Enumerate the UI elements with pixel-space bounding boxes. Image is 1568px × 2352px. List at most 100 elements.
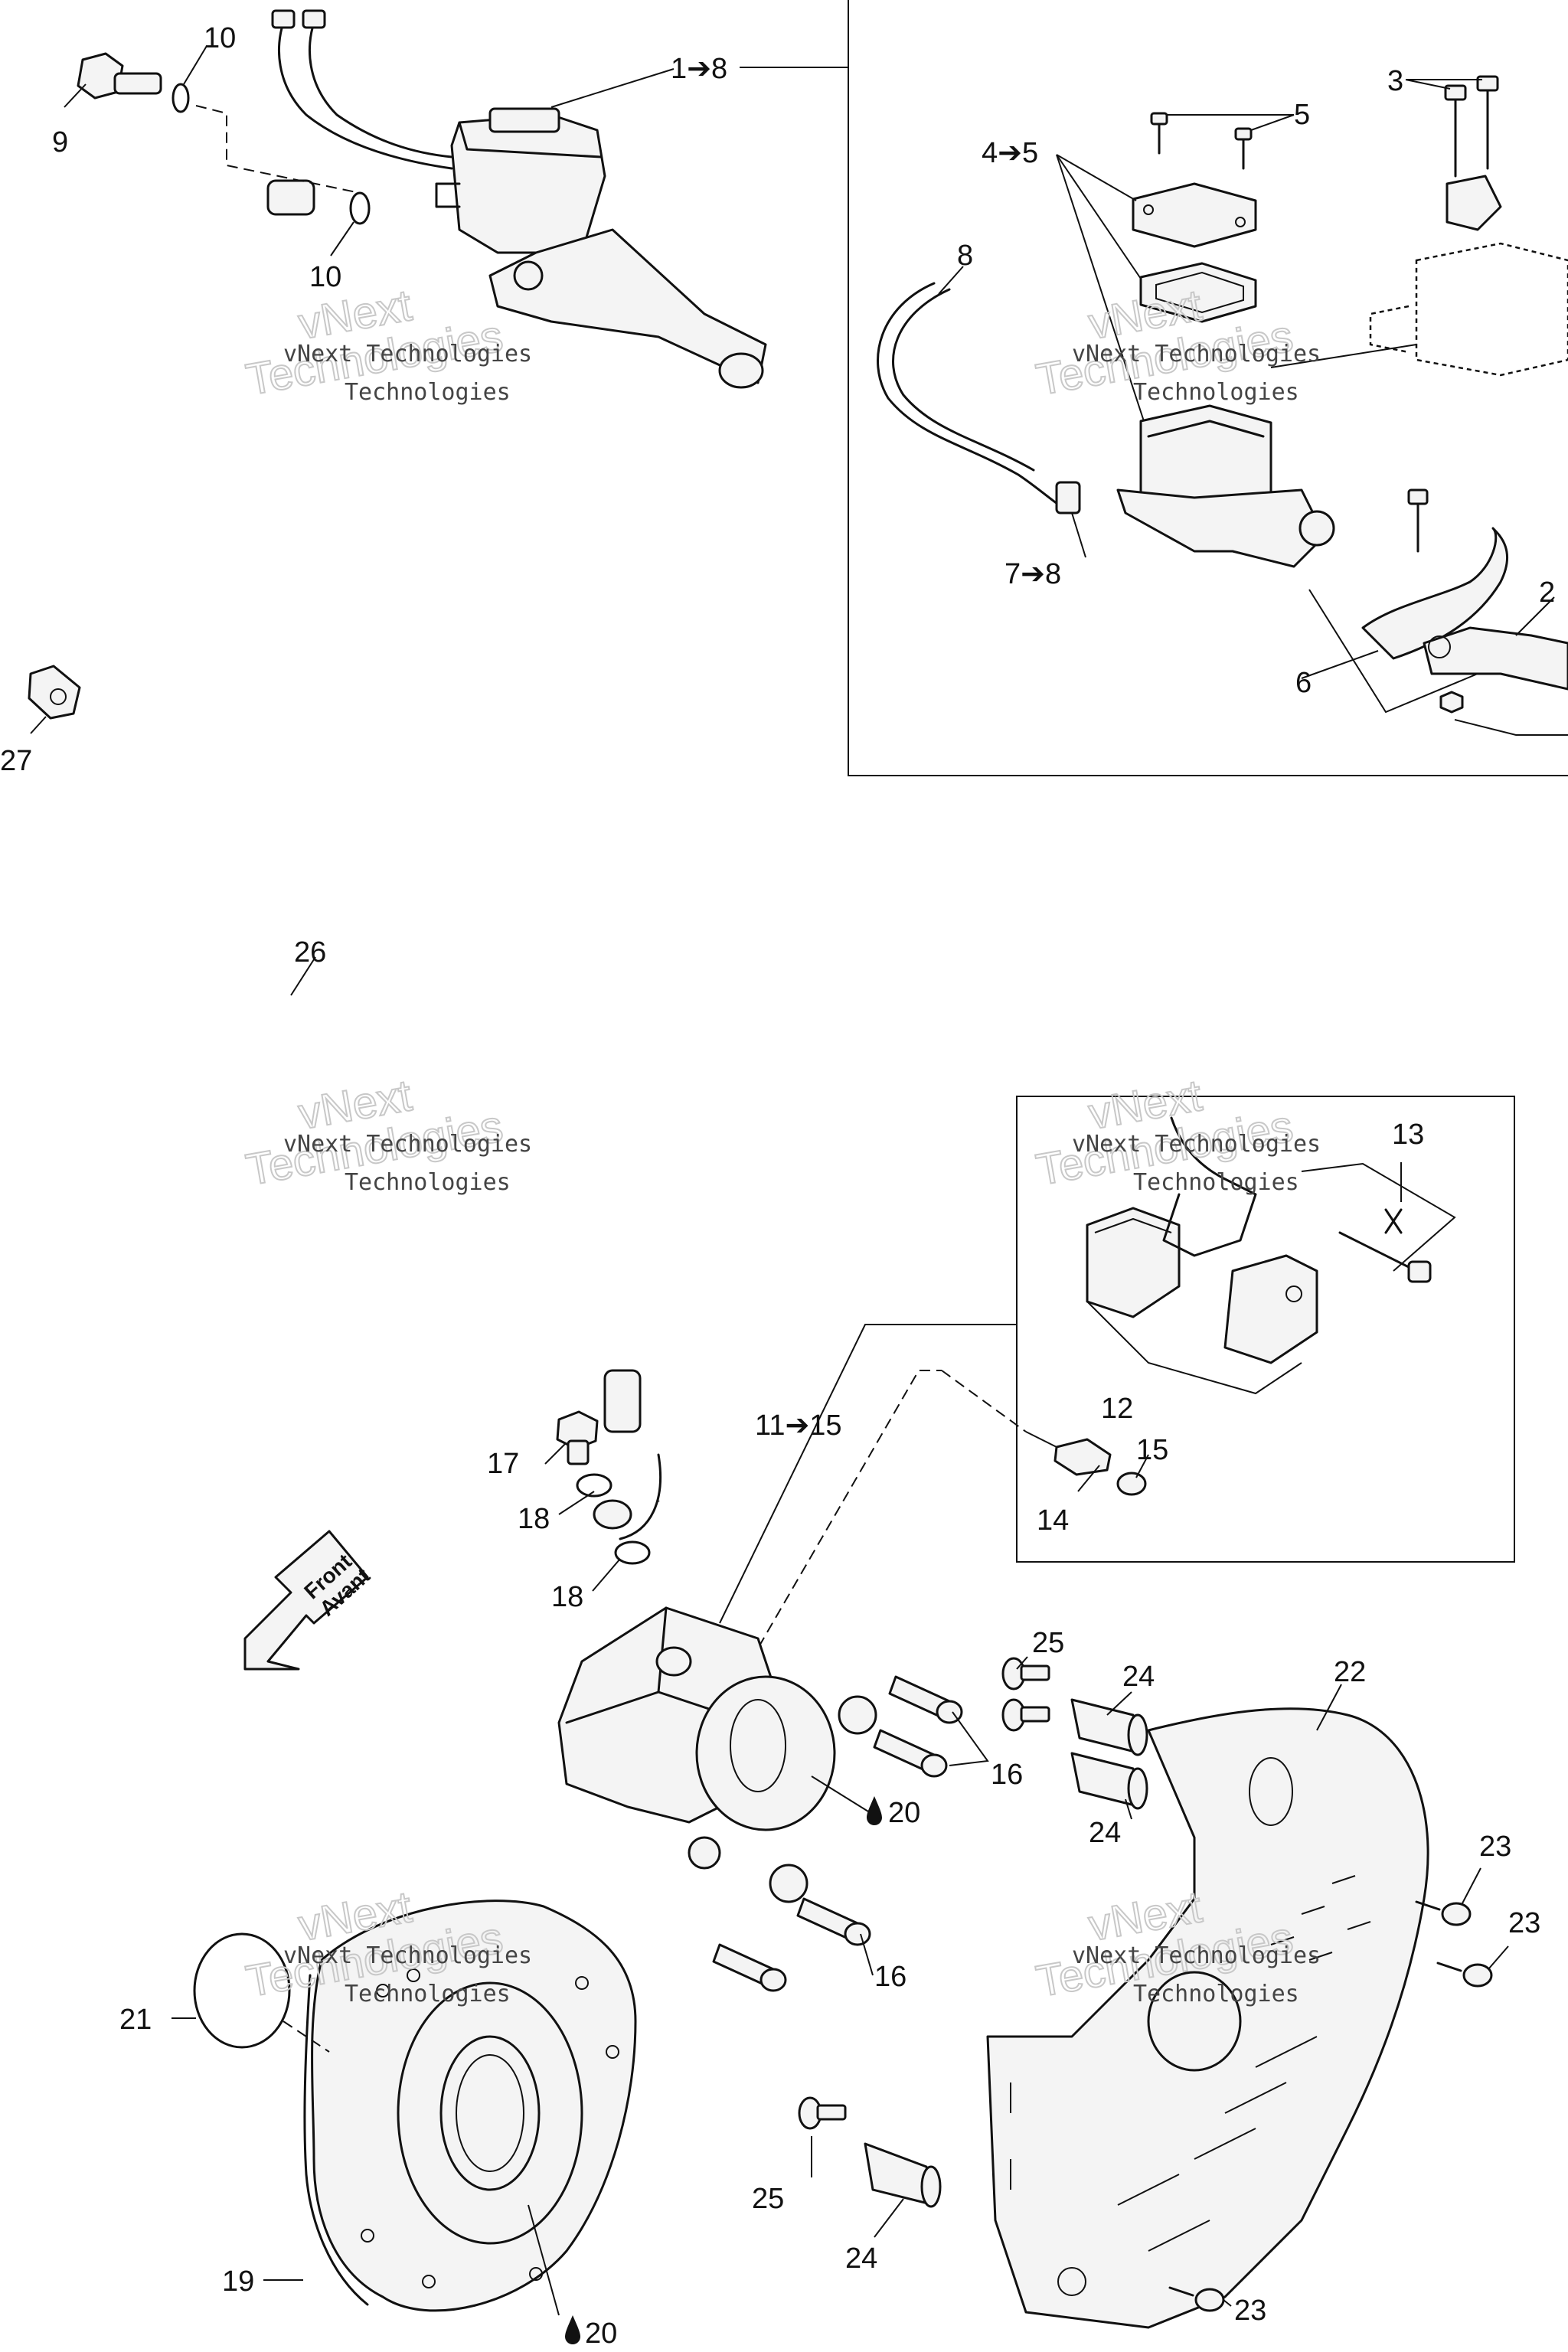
shoulder-bolt-25-a: [1001, 1657, 1050, 1690]
watermark-4-text: vNext Technologies: [1072, 1131, 1321, 1158]
spacer-24-b: [1070, 1752, 1148, 1810]
callout-21: 21: [119, 2004, 152, 2036]
watermark-3-text-b: Technologies: [345, 1169, 511, 1196]
hose-fitting-lower: [603, 1369, 642, 1433]
bolt-16-leader: [949, 1711, 989, 1766]
brake-pad-right: [1223, 1254, 1318, 1364]
callout-26: 26: [294, 936, 326, 969]
callout-23-c: 23: [1234, 2295, 1266, 2327]
callout-8: 8: [957, 240, 973, 272]
callout-11-15: 11➔15: [755, 1410, 842, 1442]
watermark-4-text-b: Technologies: [1133, 1169, 1299, 1196]
handlebar-clamp: [1446, 175, 1502, 231]
reservoir-diaphragm: [1139, 262, 1257, 323]
spacer-24-a: [1070, 1698, 1148, 1756]
master-cylinder-body-inset: [1116, 404, 1335, 568]
front-direction-arrow: [243, 1530, 369, 1671]
callout-17: 17: [487, 1448, 519, 1480]
caliper-bolt-16-c: [796, 1897, 871, 1946]
o-ring-arrow: [283, 2020, 330, 2053]
lever-bracket-2: [1454, 719, 1568, 736]
caliper-leader: [719, 1324, 1017, 1624]
callout-20-upper: 20: [888, 1797, 920, 1829]
callout-18-lower: 18: [551, 1581, 583, 1613]
brake-switch-wire-b: [308, 21, 453, 158]
callout-16-upper: 16: [991, 1759, 1023, 1791]
brake-switch-wire: [277, 21, 453, 170]
master-cylinder-inset-frame: [848, 0, 1568, 776]
lever-pivot-nut: [1439, 691, 1464, 714]
callout-1-8: 1➔8: [671, 53, 727, 85]
ghost-leader: [1270, 344, 1417, 368]
wire-connector-b: [302, 9, 326, 29]
callout-6: 6: [1295, 667, 1312, 699]
switch-wire-inset: [877, 282, 1081, 514]
guard-screw-23-b: [1436, 1962, 1493, 1988]
callout-3: 3: [1387, 65, 1403, 97]
callout-15: 15: [1136, 1434, 1168, 1466]
pin-bracket-13: [1301, 1162, 1456, 1272]
callout-13: 13: [1392, 1119, 1424, 1151]
callout-9: 9: [52, 126, 68, 158]
callout-24-mid: 24: [1089, 1817, 1121, 1849]
callout-23-b: 23: [1508, 1907, 1540, 1939]
guard-screw-23-a: [1415, 1900, 1472, 1926]
callout-7-8: 7➔8: [1004, 558, 1061, 590]
callout-10-top: 10: [204, 22, 236, 54]
callout-24-top: 24: [1122, 1661, 1155, 1693]
shoulder-bolt-25-c: [798, 2096, 847, 2130]
bolt-16-leader-b: [860, 1933, 874, 1976]
leader-lines: [30, 45, 1555, 2316]
callout-14: 14: [1037, 1504, 1069, 1537]
callout-25-bottom: 25: [752, 2183, 784, 2215]
hose-fitting-upper: [266, 179, 315, 216]
hose-bracket-hole: [50, 688, 67, 705]
shoulder-bolt-25-b: [1001, 1698, 1050, 1732]
lever-bracket: [1308, 589, 1478, 714]
callout-27: 27: [0, 745, 32, 777]
master-cylinder: [435, 107, 767, 389]
callout-23-a: 23: [1479, 1831, 1511, 1863]
caliper-washer-upper: [576, 1473, 612, 1498]
bleeder-valve: [1025, 1431, 1112, 1476]
caliper-body: [557, 1606, 877, 1903]
wire-connector-a: [271, 9, 296, 29]
guard-screw-23-c: [1168, 2286, 1225, 2312]
callout-16-lower: 16: [874, 1961, 906, 1993]
watermark-2-text: vNext Technologies: [1072, 341, 1321, 368]
callout-19: 19: [222, 2265, 254, 2298]
pad-bracket-12: [1086, 1301, 1302, 1395]
watermark-6-text: vNext Technologies: [1072, 1942, 1321, 1969]
watermark-1-text: vNext Technologies: [283, 341, 532, 368]
watermark-3-text: vNext Technologies: [283, 1131, 532, 1158]
spacer-24-c: [864, 2142, 942, 2208]
pad-pin-bolt: [1338, 1208, 1432, 1283]
watermark-1-text-b: Technologies: [345, 379, 511, 406]
washer-upper-b: [349, 191, 371, 225]
inset-screw-left: [1150, 112, 1168, 155]
leader-dash-9: [195, 105, 361, 194]
caliper-bolt-16-b: [873, 1729, 948, 1778]
disc-o-ring: [193, 1932, 291, 2049]
reservoir-cover: [1132, 182, 1257, 248]
oil-drop-icon: [867, 1796, 882, 1825]
caliper-bolt-17: [556, 1410, 599, 1465]
watermark-6-text-b: Technologies: [1133, 1981, 1299, 2007]
callout-24-bottom: 24: [845, 2243, 877, 2275]
lever-pivot-bolt: [1407, 488, 1429, 553]
brake-lever-inset: [1361, 527, 1568, 691]
callout-4-5: 4➔5: [982, 137, 1038, 169]
callout-5: 5: [1294, 99, 1310, 131]
pad-spring: [1162, 1116, 1257, 1257]
watermark-5-text-b: Technologies: [345, 1981, 511, 2007]
callout-10-lower: 10: [309, 261, 341, 293]
banjo-bolt-top: [77, 52, 162, 100]
brake-pad-left: [1086, 1207, 1181, 1318]
bleeder-cap: [1116, 1472, 1147, 1496]
brake-pad-inset-frame: [1016, 1096, 1515, 1563]
oil-drop-icon: [565, 2315, 580, 2344]
brake-disc: [303, 1900, 637, 2312]
callout-18-upper: 18: [518, 1503, 550, 1535]
hose-banjo-end: [619, 1453, 662, 1540]
